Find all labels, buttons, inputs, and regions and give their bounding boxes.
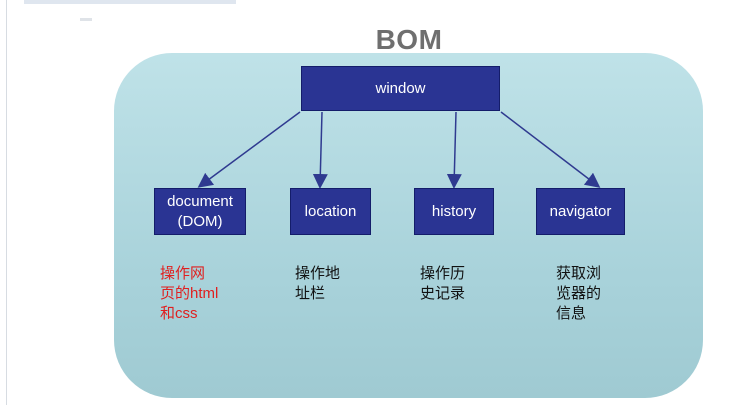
history-description: 操作历 史记录 bbox=[420, 265, 466, 302]
arrow-to-history bbox=[446, 111, 462, 189]
arrow-to-document bbox=[197, 111, 301, 188]
top-strip bbox=[24, 0, 236, 4]
tiny-mark bbox=[80, 18, 92, 21]
location-node: location bbox=[290, 188, 371, 235]
arrow-to-location bbox=[312, 111, 328, 189]
document-description: 操作网 页的html 和css bbox=[160, 265, 219, 322]
window-node-label: window bbox=[375, 79, 426, 97]
location-description: 操作地 址栏 bbox=[295, 265, 341, 302]
left-edge bbox=[6, 0, 7, 405]
navigator-node: navigator bbox=[536, 188, 625, 235]
history-node: history bbox=[414, 188, 494, 235]
arrow-to-navigator bbox=[500, 111, 601, 188]
document-node-label: document (DOM) bbox=[167, 192, 233, 230]
document-node: document (DOM) bbox=[154, 188, 246, 235]
history-node-label: history bbox=[431, 202, 477, 220]
window-node: window bbox=[301, 66, 500, 111]
diagram-title: BOM bbox=[375, 24, 443, 55]
navigator-description: 获取浏 览器的 信息 bbox=[556, 265, 602, 322]
location-node-label: location bbox=[304, 202, 357, 220]
navigator-node-label: navigator bbox=[549, 202, 612, 220]
